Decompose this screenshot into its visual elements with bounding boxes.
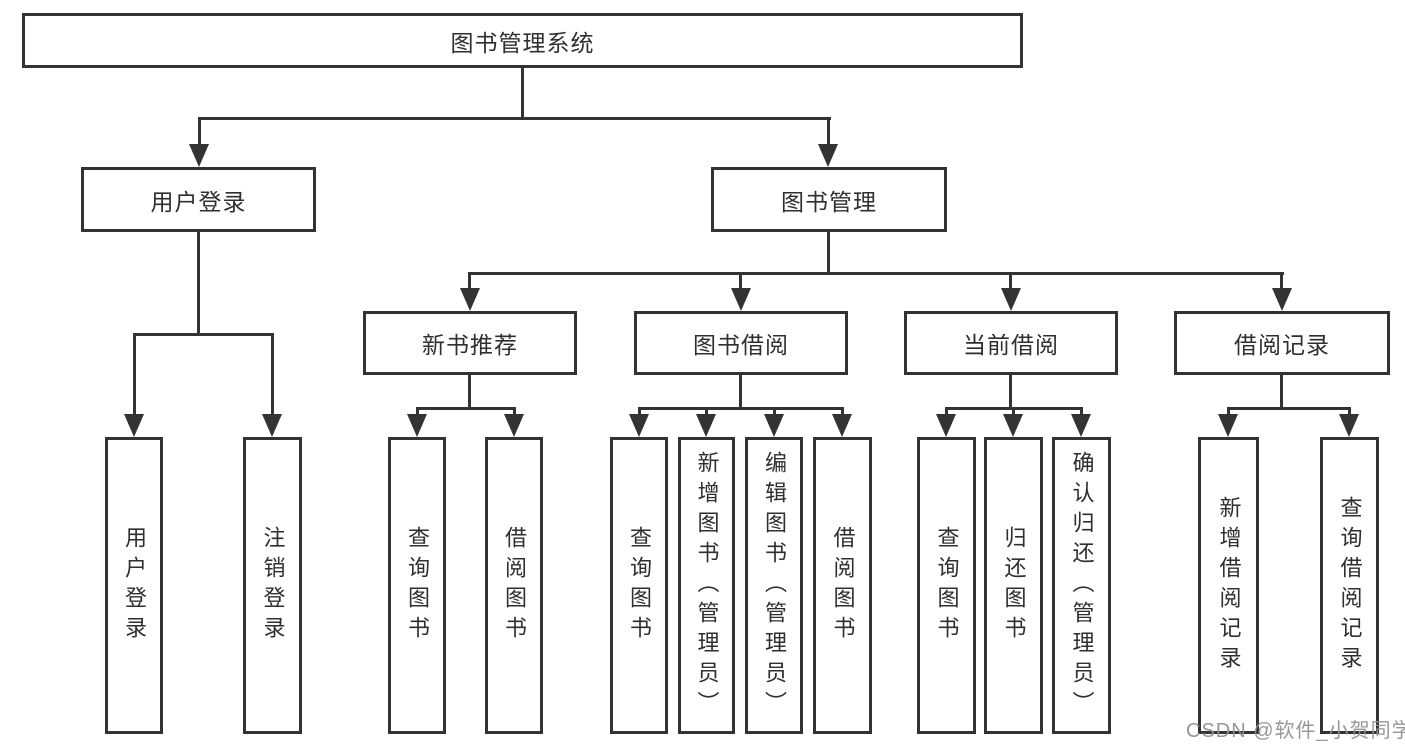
connector-stem-bb-add xyxy=(705,407,708,416)
connector-borrowrecord-stem xyxy=(1280,375,1283,409)
connector-userlogin-hbar xyxy=(133,333,274,336)
connector-stem-leaf-logout xyxy=(271,333,274,414)
arrow-down-icon xyxy=(832,414,852,437)
arrow-down-icon xyxy=(1218,414,1238,437)
leaf-record-query-borrow-record: 查询借阅记录 xyxy=(1320,437,1379,734)
arrow-down-icon xyxy=(818,144,838,167)
node-label: 查询图书 xyxy=(934,525,960,646)
connector-bookborrow-stem xyxy=(739,375,742,409)
leaf-newbook-query-books: 查询图书 xyxy=(388,437,446,734)
arrow-down-icon xyxy=(189,144,209,167)
connector-stem-br-add xyxy=(1227,407,1230,416)
leaf-current-return-books: 归还图书 xyxy=(984,437,1043,734)
node-label: 借阅记录 xyxy=(1234,332,1330,358)
connector-stem-cb-return xyxy=(1012,407,1015,416)
node-label: 图书借阅 xyxy=(693,332,789,358)
arrow-down-icon xyxy=(629,414,649,437)
node-label: 查询图书 xyxy=(405,525,430,646)
node-label: 新书推荐 xyxy=(422,332,518,358)
arrow-down-icon xyxy=(764,414,784,437)
connector-userlogin-stem xyxy=(197,232,200,336)
leaf-current-confirm-return-admin: 确认归还（管理员） xyxy=(1052,437,1111,734)
arrow-down-icon xyxy=(1003,414,1023,437)
connector-stem-book-management xyxy=(827,117,830,145)
node-label: 确认归还（管理员） xyxy=(1069,450,1095,721)
connector-stem-cb-confirm xyxy=(1080,407,1083,416)
arrow-down-icon xyxy=(696,414,716,437)
connector-stem-user-login xyxy=(198,117,201,145)
leaf-borrow-borrow-books: 借阅图书 xyxy=(813,437,872,734)
node-label: 用户登录 xyxy=(150,188,247,215)
leaf-record-add-borrow-record: 新增借阅记录 xyxy=(1198,437,1259,734)
connector-stem-bb-edit xyxy=(773,407,776,416)
node-label: 图书管理系统 xyxy=(450,29,595,56)
node-label: 编辑图书（管理员） xyxy=(762,450,787,721)
connector-currentborrow-stem xyxy=(1009,375,1012,409)
node-label: 用户登录 xyxy=(122,525,147,646)
connector-bookmgmt-hbar xyxy=(469,272,1284,275)
connector-stem-book-borrow xyxy=(739,272,742,289)
connector-stem-bb-query xyxy=(638,407,641,416)
arrow-down-icon xyxy=(1071,414,1091,437)
connector-stem-leaf-user-login xyxy=(133,333,136,414)
leaf-borrow-edit-books-admin: 编辑图书（管理员） xyxy=(745,437,803,734)
leaf-borrow-add-books-admin: 新增图书（管理员） xyxy=(678,437,735,734)
node-user-login: 用户登录 xyxy=(81,167,316,232)
node-label: 归还图书 xyxy=(1001,525,1027,646)
node-borrow-record: 借阅记录 xyxy=(1174,311,1390,375)
connector-bookborrow-hbar xyxy=(638,407,844,410)
node-new-book-recommend: 新书推荐 xyxy=(363,311,577,375)
node-root-library-system: 图书管理系统 xyxy=(22,13,1023,68)
node-current-borrow: 当前借阅 xyxy=(904,311,1118,375)
node-label: 新增借阅记录 xyxy=(1216,495,1242,676)
connector-stem-bb-borrow xyxy=(841,407,844,416)
connector-borrowrecord-hbar xyxy=(1227,407,1351,410)
arrow-down-icon xyxy=(262,414,282,437)
connector-stem-current-borrow xyxy=(1009,272,1012,289)
arrow-down-icon xyxy=(936,414,956,437)
leaf-borrow-query-books: 查询图书 xyxy=(610,437,668,734)
arrow-down-icon xyxy=(1339,414,1359,437)
node-label: 借阅图书 xyxy=(830,525,856,646)
node-label: 图书管理 xyxy=(781,188,877,215)
connector-stem-br-query xyxy=(1348,407,1351,416)
connector-bookmgmt-stem xyxy=(827,232,830,275)
connector-stem-new-book xyxy=(468,272,471,289)
arrow-down-icon xyxy=(460,288,480,311)
arrow-down-icon xyxy=(407,414,427,437)
arrow-down-icon xyxy=(1272,288,1292,311)
connector-stem-nb-borrow xyxy=(513,407,516,416)
node-label: 新增图书（管理员） xyxy=(694,450,720,721)
node-label: 当前借阅 xyxy=(963,332,1059,358)
connector-newbook-hbar xyxy=(416,407,516,410)
node-label: 查询借阅记录 xyxy=(1337,495,1363,676)
node-label: 借阅图书 xyxy=(502,525,527,646)
node-book-borrow: 图书借阅 xyxy=(634,311,848,375)
connector-stem-nb-query xyxy=(416,407,419,416)
connector-newbook-stem xyxy=(468,375,471,409)
arrow-down-icon xyxy=(731,288,751,311)
csdn-watermark: CSDN @软件_小贺同学 xyxy=(1186,720,1405,742)
node-book-management: 图书管理 xyxy=(711,167,947,232)
leaf-newbook-borrow-books: 借阅图书 xyxy=(485,437,543,734)
connector-root-hbar xyxy=(199,117,831,120)
connector-stem-borrow-record xyxy=(1280,272,1283,289)
arrow-down-icon xyxy=(504,414,524,437)
leaf-user-login: 用户登录 xyxy=(105,437,163,734)
connector-root-stem xyxy=(521,68,524,119)
connector-stem-cb-query xyxy=(945,407,948,416)
arrow-down-icon xyxy=(1001,288,1021,311)
node-label: 注销登录 xyxy=(260,525,286,646)
node-label: 查询图书 xyxy=(627,525,652,646)
arrow-down-icon xyxy=(124,414,144,437)
leaf-logout: 注销登录 xyxy=(243,437,302,734)
leaf-current-query-books: 查询图书 xyxy=(917,437,976,734)
